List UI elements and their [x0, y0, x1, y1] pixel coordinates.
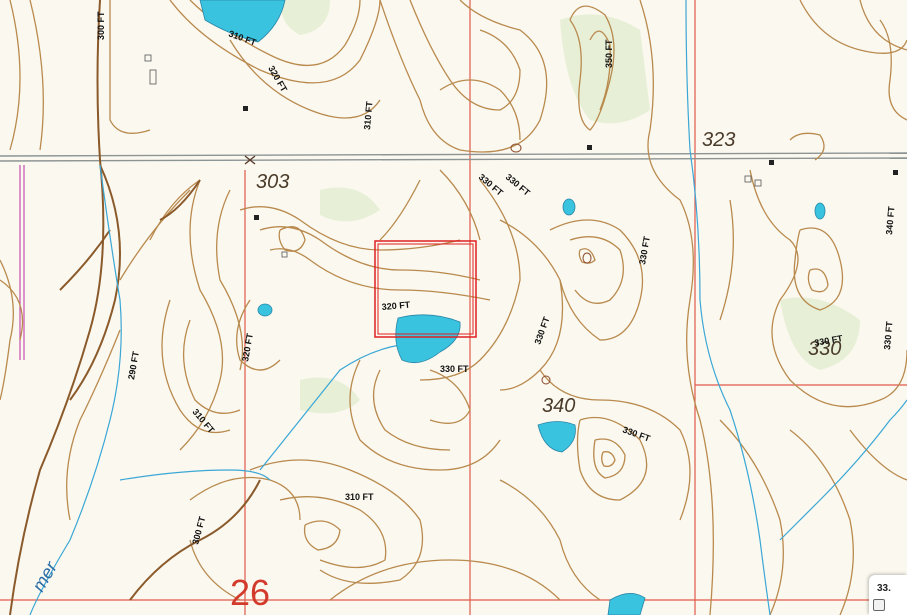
pond-north [199, 0, 286, 43]
spot-elevation-323: 323 [702, 129, 735, 151]
contour-label: 290 FT [126, 350, 141, 380]
spot-elevation-340: 340 [542, 395, 575, 417]
spot-elevation-labels: 303 323 340 330 [256, 129, 841, 417]
pond-small-2 [814, 202, 826, 220]
contour-label: 350 FT [604, 39, 614, 68]
pond-small-3 [257, 303, 273, 317]
scale-badge[interactable]: 33. [869, 575, 907, 615]
vegetation-areas [280, 0, 860, 414]
streams [29, 0, 907, 615]
contour-label: 320 FT [240, 332, 255, 362]
section-number: 26 [230, 572, 270, 613]
layers-icon [873, 599, 885, 611]
pond-south [537, 421, 576, 453]
contour-label: 300 FT [96, 11, 106, 40]
water-bodies [199, 0, 826, 615]
contour-label: 330 FT [882, 320, 894, 350]
survey-cross-marker [244, 155, 256, 165]
contour-label: 320 FT [381, 300, 411, 312]
contour-label: 340 FT [884, 205, 896, 235]
depression-marks [510, 143, 592, 385]
road [0, 152, 907, 162]
pond-center [395, 314, 461, 364]
spot-elevation-303: 303 [256, 171, 289, 193]
spot-elevation-330: 330 [808, 338, 841, 360]
index-contours [59, 164, 261, 601]
contour-label: 310 FT [345, 492, 374, 502]
scale-badge-text: 33. [877, 583, 891, 594]
building-markers [243, 106, 898, 220]
contour-label: 330 FT [440, 364, 469, 374]
contour-label: 330 FT [637, 235, 652, 265]
pond-small-4 [607, 593, 646, 615]
contour-label: 310 FT [362, 100, 374, 130]
contour-label: 330 FT [814, 333, 844, 348]
selection-box[interactable] [374, 240, 477, 338]
pond-small-1 [562, 198, 576, 216]
